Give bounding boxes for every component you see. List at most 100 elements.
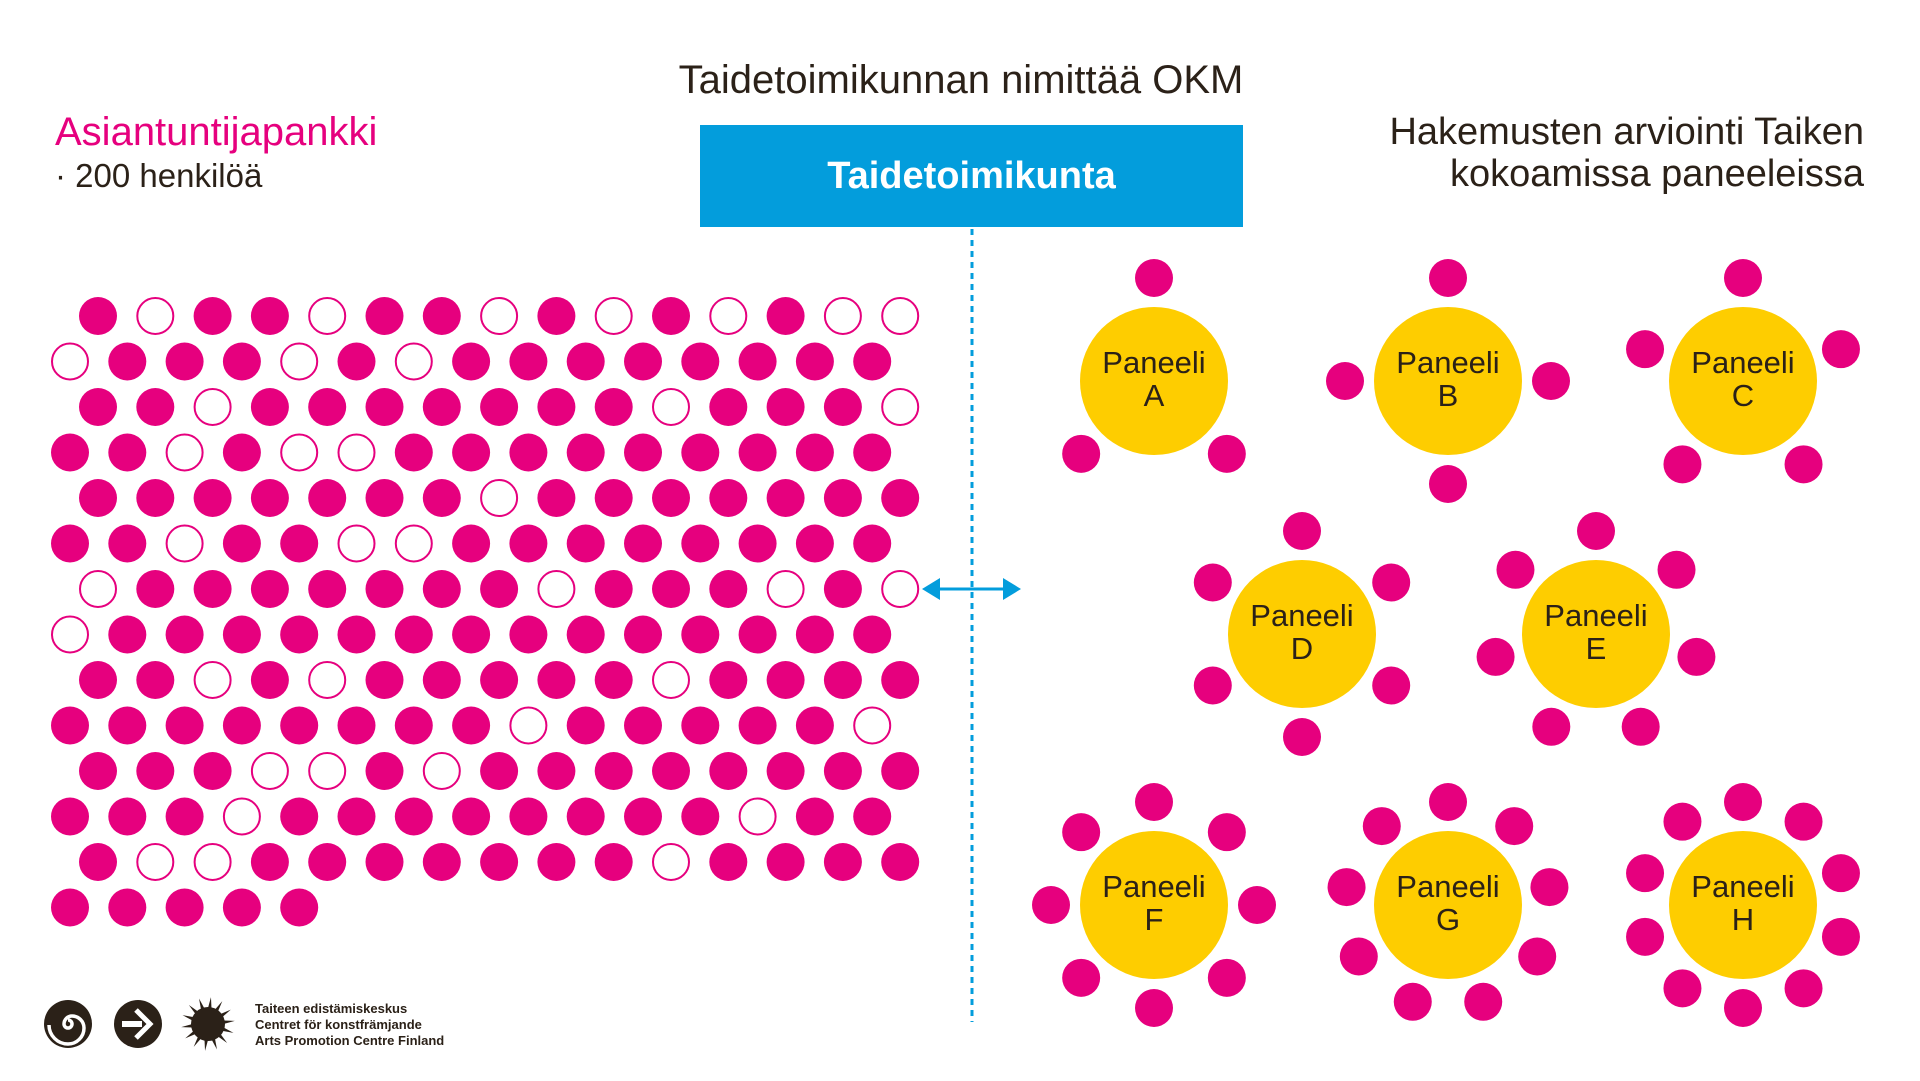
expert-dot-available xyxy=(881,479,920,517)
expert-dot-available xyxy=(136,479,175,517)
expert-dot-available xyxy=(422,297,461,335)
panel-member-dot xyxy=(1283,512,1321,550)
expert-dot-available xyxy=(452,342,491,381)
panel-word: Paneeli xyxy=(1691,345,1795,380)
expert-dot-available xyxy=(222,342,261,381)
expert-dot-empty xyxy=(881,388,920,426)
panel-member-dot xyxy=(1327,868,1366,907)
panel-letter: B xyxy=(1437,378,1459,413)
expert-dot-available xyxy=(452,706,491,745)
expert-dot-available xyxy=(280,524,319,563)
expert-dot-available xyxy=(51,433,89,472)
expert-dot-available xyxy=(108,797,147,836)
expert-dot-available xyxy=(709,479,748,517)
expert-dot-available xyxy=(509,615,548,654)
expert-dot-available xyxy=(624,615,662,654)
expert-dot-empty xyxy=(394,342,433,381)
expert-dot-empty xyxy=(480,297,519,335)
expert-dot-available xyxy=(108,888,147,927)
panel-member-dot xyxy=(1464,982,1503,1021)
expert-dot-available xyxy=(422,570,461,608)
panel-f xyxy=(1032,783,1276,1027)
expert-dot-available xyxy=(738,615,777,654)
panel-table xyxy=(1080,307,1228,455)
expert-dot-available xyxy=(193,479,232,517)
expert-dot-available xyxy=(537,843,576,881)
panels-heading-line2: kokoamissa paneeleissa xyxy=(1449,153,1864,195)
expert-dot-empty xyxy=(594,297,633,335)
panel-member-dot xyxy=(1339,937,1378,976)
expert-bank-count: · 200 henkilöä xyxy=(55,157,263,194)
expert-dot-available xyxy=(681,615,720,654)
panel-member-dot xyxy=(1495,807,1534,846)
expert-dot-available xyxy=(250,297,289,335)
panel-letter: C xyxy=(1731,378,1755,413)
expert-dot-available xyxy=(337,797,376,836)
panel-word: Paneeli xyxy=(1102,869,1206,904)
expert-dot-available xyxy=(594,570,633,608)
panel-c xyxy=(1626,259,1860,484)
panel-member-dot xyxy=(1530,868,1569,907)
expert-dot-available xyxy=(624,797,662,836)
expert-dot-empty xyxy=(308,752,347,790)
expert-dot-available xyxy=(480,388,519,426)
expert-dot-available xyxy=(394,706,433,745)
expert-dot-empty xyxy=(652,661,690,699)
expert-dot-empty xyxy=(853,706,892,745)
expert-dot-available xyxy=(250,479,289,517)
expert-dot-empty xyxy=(308,297,347,335)
expert-bank-dots xyxy=(51,297,920,927)
expert-dot-empty xyxy=(51,615,89,654)
expert-dot-available xyxy=(394,797,433,836)
expert-dot-available xyxy=(509,433,548,472)
expert-dot-empty xyxy=(193,388,232,426)
expert-dot-empty xyxy=(480,479,519,517)
panel-letter: E xyxy=(1585,631,1607,666)
panel-table xyxy=(1669,307,1817,455)
expert-dot-available xyxy=(681,433,720,472)
expert-dot-available xyxy=(738,433,777,472)
expert-dot-available xyxy=(823,570,862,608)
expert-dot-available xyxy=(566,615,605,654)
expert-dot-empty xyxy=(222,797,261,836)
expert-dot-available xyxy=(250,843,289,881)
expert-dot-empty xyxy=(193,661,232,699)
logo-line-fi: Taiteen edistämiskeskus xyxy=(255,1001,408,1016)
panel-member-dot xyxy=(1724,783,1762,821)
expert-dot-available xyxy=(165,706,204,745)
expert-dot-empty xyxy=(738,797,777,836)
panel-member-dot xyxy=(1062,434,1101,473)
expert-dot-available xyxy=(193,570,232,608)
panel-letter: G xyxy=(1435,902,1461,937)
spiral-logo-icon xyxy=(44,1000,92,1048)
expert-dot-available xyxy=(594,479,633,517)
panel-member-dot xyxy=(1429,465,1467,503)
panel-word: Paneeli xyxy=(1102,345,1206,380)
expert-dot-available xyxy=(136,661,175,699)
expert-dot-available xyxy=(222,615,261,654)
expert-dot-empty xyxy=(709,297,748,335)
expert-dot-available xyxy=(308,843,347,881)
expert-dot-available xyxy=(537,297,576,335)
expert-dot-available xyxy=(365,661,404,699)
expert-dot-empty xyxy=(280,433,319,472)
expert-dot-available xyxy=(652,479,690,517)
expert-dot-available xyxy=(136,388,175,426)
panels-heading-line1: Hakemusten arviointi Taiken xyxy=(1389,111,1864,153)
expert-dot-available xyxy=(537,661,576,699)
panel-member-dot xyxy=(1626,330,1665,369)
panel-member-dot xyxy=(1283,718,1321,756)
expert-dot-available xyxy=(108,706,147,745)
expert-dot-available xyxy=(823,752,862,790)
panel-member-dot xyxy=(1532,362,1570,400)
panel-member-dot xyxy=(1135,259,1173,297)
expert-dot-available xyxy=(853,615,892,654)
expert-dot-available xyxy=(881,661,920,699)
expert-dot-available xyxy=(250,661,289,699)
panel-member-dot xyxy=(1724,259,1762,297)
expert-dot-available xyxy=(509,342,548,381)
panel-letter: A xyxy=(1143,378,1165,413)
expert-dot-available xyxy=(337,706,376,745)
expert-dot-available xyxy=(337,615,376,654)
